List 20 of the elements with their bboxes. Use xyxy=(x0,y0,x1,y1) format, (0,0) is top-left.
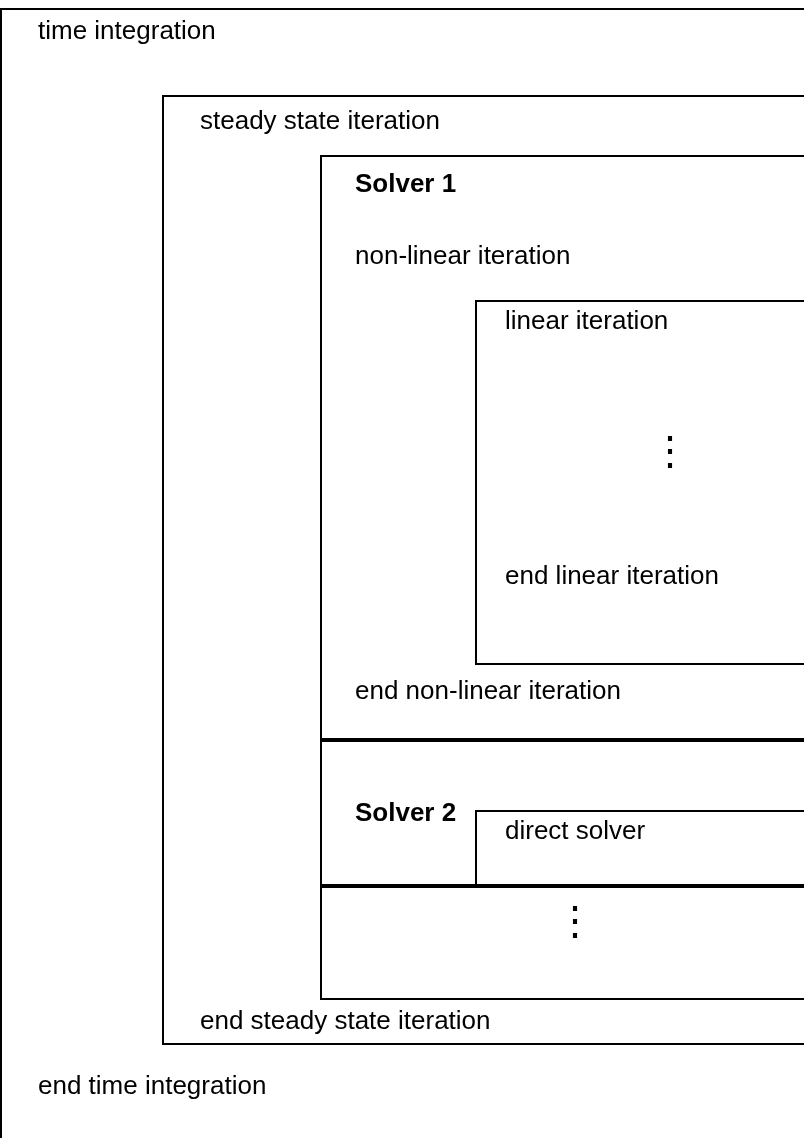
solver-block xyxy=(320,740,804,886)
ellipsis: ⋮ xyxy=(650,427,690,474)
block-label: end time integration xyxy=(38,1069,267,1102)
solver-block xyxy=(320,155,804,740)
loop-block xyxy=(162,95,804,1045)
loop-block xyxy=(475,300,804,665)
ellipsis: ⋮ xyxy=(555,897,595,944)
ellipsis-block xyxy=(320,886,804,1000)
block-label: direct solver xyxy=(505,814,646,847)
block-label: steady state iteration xyxy=(200,104,440,137)
block-label: time integration xyxy=(38,14,216,47)
block-label: non-linear iteration xyxy=(355,239,571,272)
block-label: end steady state iteration xyxy=(200,1004,491,1037)
block-label: linear iteration xyxy=(505,304,669,337)
block-label: end linear iteration xyxy=(505,559,719,592)
block-label: end non-linear iteration xyxy=(355,674,621,707)
loop-block xyxy=(0,8,804,1138)
solver-block xyxy=(475,810,804,886)
block-heading: Solver 2 xyxy=(355,796,457,829)
block-heading: Solver 1 xyxy=(355,167,457,200)
